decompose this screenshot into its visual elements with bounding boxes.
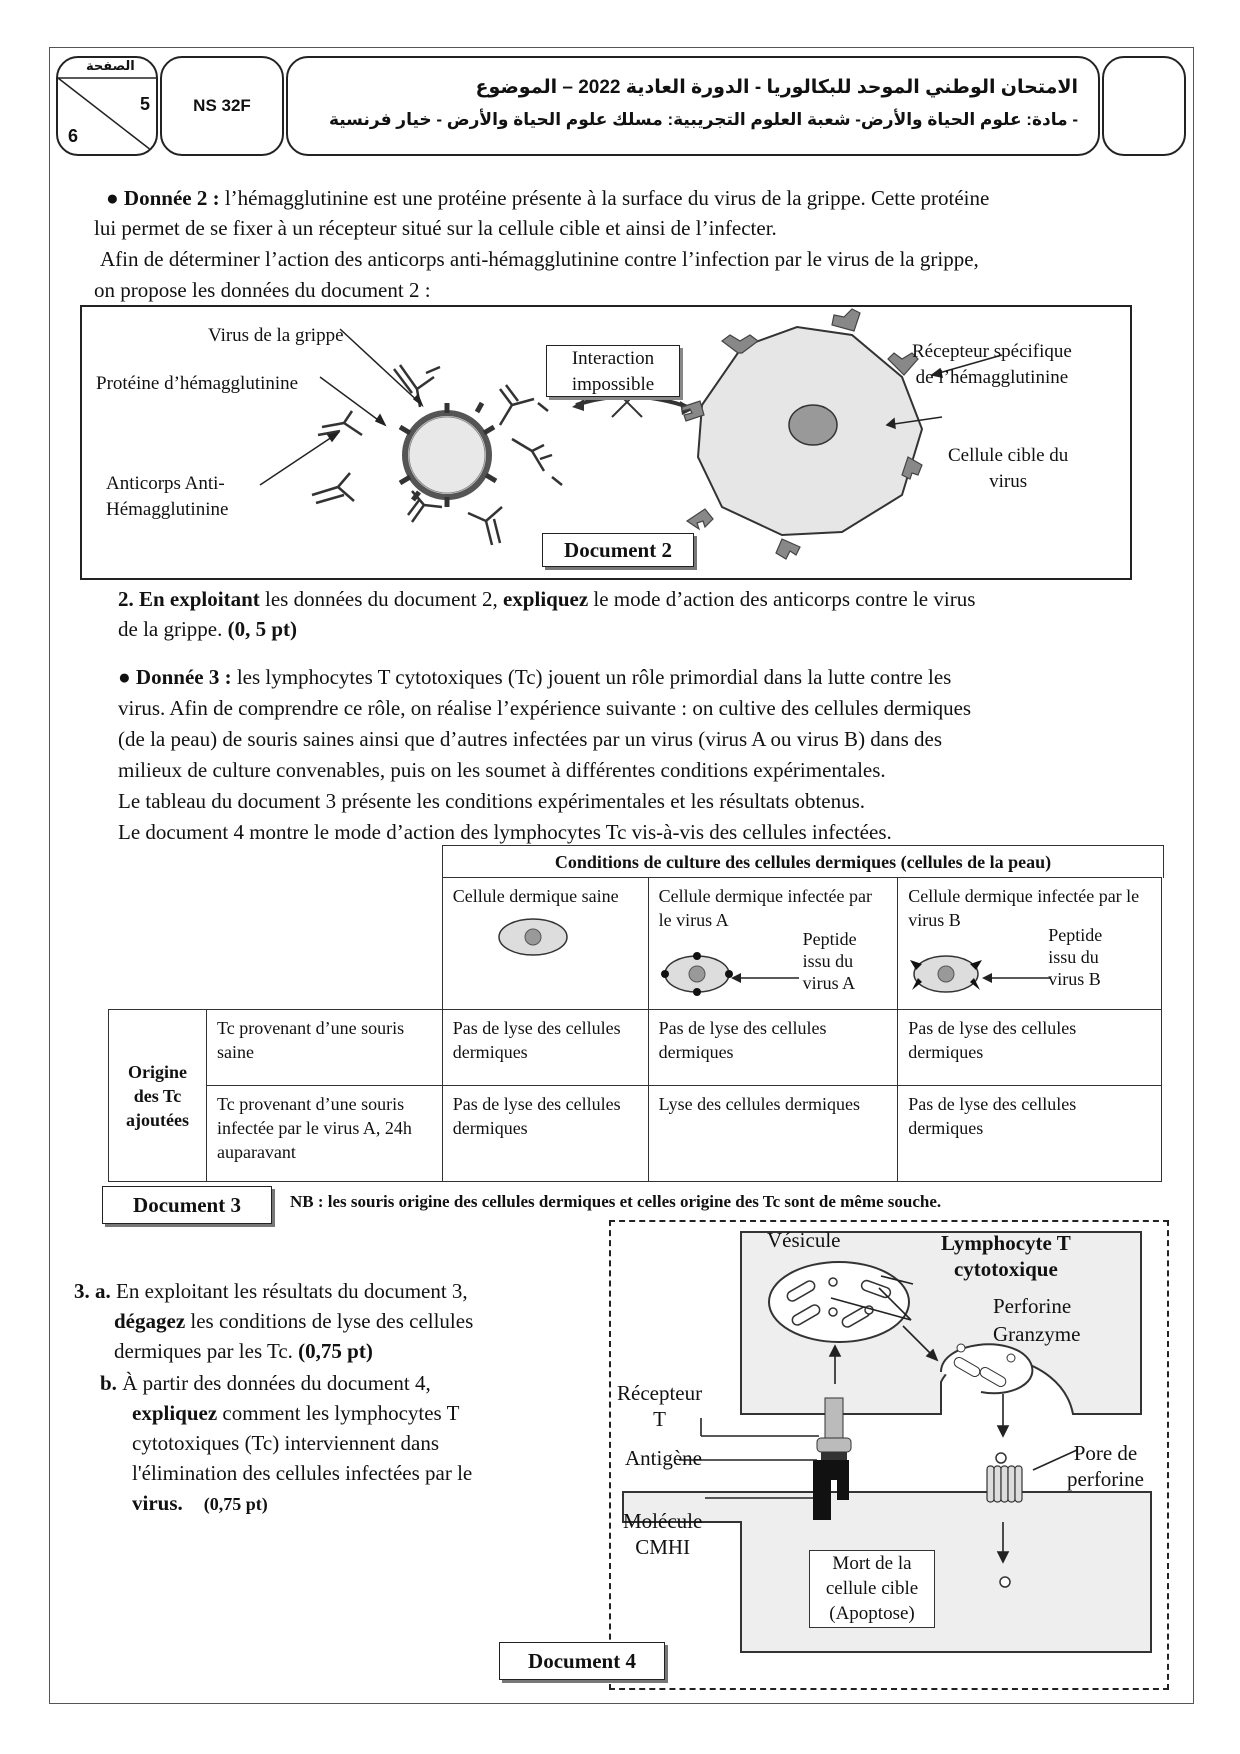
cell-r1c1: Pas de lyse des cellules dermiques — [441, 1009, 649, 1086]
granzyme-granules — [995, 1452, 1011, 1588]
document2-drawing — [259, 308, 1003, 560]
donnee2-line1: ● Donnée 2 : l’hémagglutinine est une pr… — [106, 186, 990, 210]
page-word: الصفحة — [86, 58, 135, 73]
exam-code-box: NS 32F — [160, 56, 284, 156]
page-total: 6 — [68, 126, 79, 146]
flu-virus — [402, 410, 492, 500]
exam-title-line1: الامتحان الوطني الموحد للبكالوريا - الدو… — [475, 77, 1078, 98]
question3b-line3: cytotoxiques (Tc) interviennent dans — [132, 1431, 440, 1455]
document2-figure: Virus de la grippe Protéine d’hémaggluti… — [80, 305, 1132, 580]
cell-r2c1: Pas de lyse des cellules dermiques — [441, 1085, 649, 1182]
page-num: 5 — [140, 94, 151, 114]
document4-figure: Vésicule Lymphocyte T cytotoxique Perfor… — [499, 1220, 1169, 1690]
label-anticorps: Anticorps Anti- Hémagglutinine — [106, 473, 229, 520]
infected-b-cell-icon — [910, 955, 983, 993]
receptors — [681, 308, 923, 560]
origin-tc-label: Origine des Tc ajoutées — [108, 1009, 207, 1182]
question3a-line2: dégagez les conditions de lyse des cellu… — [114, 1309, 474, 1333]
col-infected-a: Cellule dermique infectée par le virus A… — [647, 877, 899, 1010]
col-healthy-cell: Cellule dermique saine — [441, 877, 649, 1010]
donnee2-line3: Afin de déterminer l’action des anticorp… — [100, 247, 979, 271]
label-recepteur-t: Récepteur T — [617, 1381, 703, 1431]
empty-header-box — [1102, 56, 1186, 156]
cell-r2c2: Lyse des cellules dermiques — [647, 1085, 899, 1182]
exam-title-line2: - مادة: علوم الحياة والأرض- شعبة العلوم … — [328, 110, 1078, 129]
label-virus: Virus de la grippe — [208, 325, 344, 346]
document3-table-header: Conditions de culture des cellules dermi… — [442, 845, 1164, 878]
cell-r1c3: Pas de lyse des cellules dermiques — [897, 1009, 1162, 1086]
donnee3-line2: virus. Afin de comprendre ce rôle, on ré… — [118, 696, 972, 720]
apoptosis-box: Mort de la cellule cible (Apoptose) — [809, 1550, 935, 1628]
donnee2-label: ● Donnée 2 : — [106, 186, 220, 210]
question3b-line1: b. À partir des données du document 4, — [100, 1371, 431, 1395]
label-vesicule: Vésicule — [767, 1228, 841, 1252]
cell-r2c3: Pas de lyse des cellules dermiques — [897, 1085, 1162, 1182]
label-molecule-cmhi: Molécule CMHI — [623, 1509, 703, 1559]
vesicle-contents — [786, 1277, 892, 1328]
label-pore-perforine: Pore de perforine — [1067, 1441, 1144, 1491]
label-lymphocyte: Lymphocyte T cytotoxique — [941, 1231, 1071, 1281]
document3-label: Document 3 — [102, 1186, 272, 1224]
question3b-line4: l'élimination des cellules infectées par… — [132, 1461, 473, 1485]
label-granzyme: Granzyme — [993, 1322, 1081, 1346]
document4-drawing — [622, 1231, 1152, 1653]
label-perforine: Perforine — [993, 1294, 1072, 1318]
interaction-impossible-box: Interaction impossible — [546, 345, 680, 397]
perforin-pore — [986, 1465, 1023, 1503]
peptide-a-label: Peptide issu du virus A — [802, 929, 857, 993]
question2-line1: 2. En exploitant les données du document… — [118, 587, 976, 611]
row-healthy-tc: Tc provenant d’une souris saine — [205, 1009, 443, 1086]
row-infected-tc: Tc provenant d’une souris infectée par l… — [205, 1085, 443, 1182]
peptide-b-arrow — [982, 973, 1051, 983]
donnee3-line6: Le document 4 montre le mode d’action de… — [118, 820, 892, 844]
label-antigene: Antigène — [625, 1446, 702, 1470]
document2-label: Document 2 — [542, 533, 694, 567]
document4-label: Document 4 — [499, 1642, 665, 1680]
fusing-vesicle — [940, 1343, 1034, 1395]
label-recepteur: Récepteur spécifique de l’hémagglutinine — [912, 341, 1072, 388]
question3a-line1: 3. a. En exploitant les résultats du doc… — [74, 1279, 468, 1303]
peptide-b-label: Peptide issu du virus B — [1048, 925, 1103, 989]
vesicle — [768, 1261, 910, 1343]
question3b-line2: expliquez comment les lymphocytes T — [132, 1401, 460, 1425]
label-cellule-cible: Cellule cible du virus — [948, 445, 1069, 492]
mhc-molecule — [813, 1460, 849, 1520]
donnee3-line5: Le tableau du document 3 présente les co… — [118, 789, 866, 813]
donnee3-line3: (de la peau) de souris saines ainsi que … — [118, 727, 943, 751]
infected-a-cell-icon — [660, 952, 733, 996]
page-number-box: الصفحة 5 6 — [56, 56, 158, 156]
question3b-line5: virus. (0,75 pt) — [132, 1491, 268, 1515]
donnee3-line4: milieux de culture convenables, puis on … — [118, 758, 886, 782]
doc2-label-arrows — [259, 328, 1003, 486]
donnee2-line2: lui permet de se fixer à un récepteur si… — [94, 216, 777, 240]
label-proteine: Protéine d’hémagglutinine — [96, 373, 299, 394]
document3-table: Cellule dermique saine Cellule dermique … — [108, 877, 1162, 1182]
document3-nb: NB : les souris origine des cellules der… — [290, 1192, 942, 1211]
peptide-a-arrow — [730, 973, 799, 983]
antibodies — [311, 364, 563, 546]
page-frame — [49, 47, 1194, 1704]
exam-title-box: الامتحان الوطني الموحد للبكالوريا - الدو… — [286, 56, 1100, 156]
exam-code: NS 32F — [193, 96, 251, 115]
t-receptor — [816, 1397, 852, 1460]
donnee2-line4: on propose les données du document 2 : — [94, 278, 431, 302]
healthy-cell-icon — [497, 918, 568, 956]
cell-r1c2: Pas de lyse des cellules dermiques — [647, 1009, 899, 1086]
donnee3-line1: ● Donnée 3 : les lymphocytes T cytotoxiq… — [118, 665, 952, 689]
doc4-arrows — [679, 1275, 1078, 1564]
col-infected-b: Cellule dermique infectée par le virus B… — [897, 877, 1162, 1010]
hemagglutinin-spikes — [398, 401, 498, 507]
page-number-diagonal — [58, 77, 156, 154]
question3a-line3: dermiques par les Tc. (0,75 pt) — [114, 1339, 373, 1363]
question2-line2: de la grippe. (0, 5 pt) — [118, 617, 298, 641]
target-cell — [696, 325, 924, 537]
